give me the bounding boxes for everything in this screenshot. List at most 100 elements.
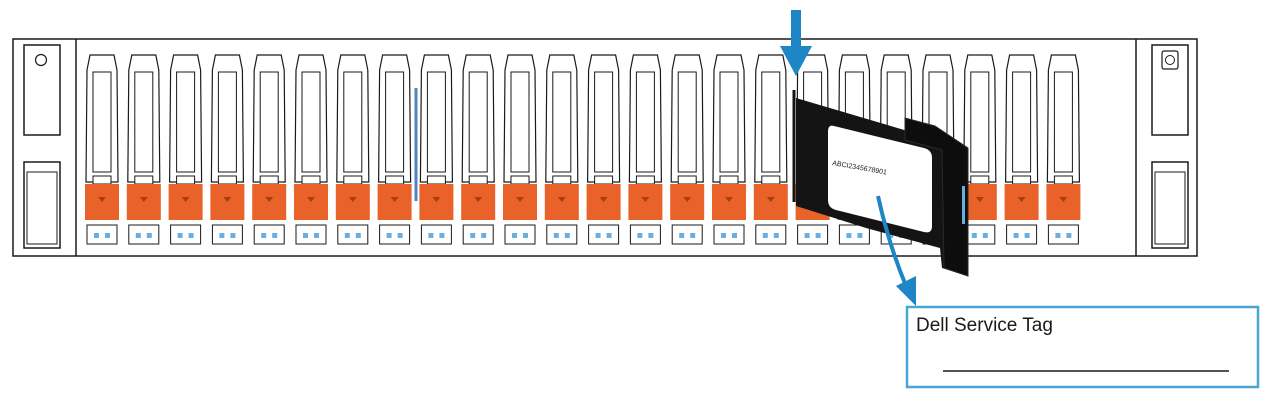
drive-bay[interactable] (377, 54, 412, 245)
drive-led-panel (964, 224, 996, 245)
drive-bay[interactable] (753, 54, 788, 245)
drive-activity-led (355, 233, 361, 238)
pull-down-arrow (780, 10, 812, 76)
drive-status-led (177, 233, 183, 238)
drive-handle-slot (594, 71, 614, 173)
drive-handle-slot (343, 71, 363, 173)
drive-bay[interactable] (1004, 54, 1039, 245)
status-indicator-dot (1165, 55, 1175, 65)
drive-status-led (1055, 233, 1061, 238)
drive-activity-led (1066, 233, 1072, 238)
drive-latch-top (301, 175, 321, 185)
drive-handle (336, 54, 370, 183)
drive-handle-slot (761, 71, 781, 173)
drive-handle (85, 54, 119, 183)
drive-bay[interactable] (419, 54, 454, 245)
drive-bay[interactable] (544, 54, 579, 245)
drive-bay[interactable] (628, 54, 663, 245)
drive-bay[interactable] (85, 54, 119, 245)
drive-handle-slot (677, 71, 697, 173)
drive-handle (377, 54, 412, 183)
drive-bay[interactable] (503, 54, 537, 245)
drive-activity-led (523, 233, 528, 238)
drive-latch-arrow-icon (139, 197, 148, 202)
drive-led-panel (797, 224, 829, 245)
drive-handle (252, 54, 286, 183)
drive-handle-slot (1053, 71, 1073, 173)
drive-bay[interactable] (294, 54, 328, 245)
drive-led-panel (713, 224, 745, 245)
drive-activity-led (230, 233, 236, 238)
drive-bay[interactable] (168, 54, 203, 245)
drive-latch-top (176, 175, 196, 185)
drive-handle (712, 54, 746, 183)
drive-handle-slot (552, 71, 572, 173)
drive-bay[interactable] (210, 54, 245, 245)
drive-status-led (135, 233, 141, 238)
drive-led-panel (462, 224, 494, 245)
drive-activity-led (481, 233, 487, 238)
drive-status-led (679, 233, 685, 238)
drive-bay[interactable] (712, 54, 746, 245)
drive-bay[interactable] (126, 54, 161, 245)
drive-handle (628, 54, 663, 183)
drive-latch-top (1012, 175, 1032, 185)
drive-handle (419, 54, 454, 183)
drive-status-led (470, 233, 476, 238)
drive-handle-slot (301, 71, 321, 173)
drive-status-led (512, 233, 517, 238)
drive-latch-top (719, 175, 739, 185)
drive-led-panel (1047, 224, 1079, 245)
service-tag-callout-label: Dell Service Tag (916, 315, 1053, 336)
left-ear-bottom-frame (23, 161, 61, 249)
drive-latch-top (259, 175, 279, 185)
drive-latch-arrow-icon (390, 197, 399, 202)
drive-handle-slot (1012, 71, 1032, 173)
drive-activity-led (815, 233, 821, 238)
service-tag-card[interactable]: ABCI2345678901 (792, 90, 969, 277)
power-button-icon[interactable] (34, 53, 48, 67)
drive-bay[interactable] (670, 54, 705, 245)
drive-led-panel (86, 224, 118, 245)
drive-activity-led (314, 233, 319, 238)
drive-bay[interactable] (962, 54, 997, 245)
drive-latch-arrow-icon (474, 197, 483, 202)
drive-status-led (762, 233, 768, 238)
drive-bay[interactable] (1046, 54, 1081, 245)
service-tag-tab (904, 117, 969, 277)
drive-bay[interactable] (252, 54, 287, 245)
drive-latch-top (134, 175, 154, 185)
drive-latch-top (510, 175, 530, 185)
drive-bay[interactable] (335, 54, 370, 245)
drive-status-led (846, 233, 852, 238)
drive-led-panel (1006, 224, 1038, 245)
drive-handle-slot (92, 71, 112, 173)
drive-handle (294, 54, 328, 183)
drive-latch-top (92, 175, 112, 185)
left-ear-top-frame (23, 44, 61, 136)
drive-bay[interactable] (461, 54, 496, 245)
drive-handle (210, 54, 245, 183)
drive-status-led (386, 233, 392, 238)
left-ear-bottom-inner (26, 171, 58, 245)
drive-led-panel (588, 224, 620, 245)
drive-activity-led (857, 233, 863, 238)
drive-led-panel (671, 224, 703, 245)
drive-handle (168, 54, 203, 183)
service-tag-label-area[interactable] (828, 125, 932, 233)
drive-latch-arrow-icon (98, 197, 106, 202)
drive-latch-arrow-icon (307, 197, 315, 202)
drive-handle (1004, 54, 1039, 183)
drive-status-led (888, 233, 894, 238)
drive-led-panel (253, 224, 285, 245)
drive-status-led (261, 233, 267, 238)
service-tag-callout-box (905, 305, 1260, 389)
drive-status-led (971, 233, 977, 238)
drive-led-panel (838, 224, 870, 245)
drive-handle (586, 54, 621, 183)
right-ear-bottom-inner (1154, 171, 1186, 245)
drive-handle (754, 54, 788, 183)
drive-bay[interactable] (586, 54, 621, 245)
drive-latch-arrow-icon (265, 197, 274, 202)
drive-status-led (94, 233, 99, 238)
